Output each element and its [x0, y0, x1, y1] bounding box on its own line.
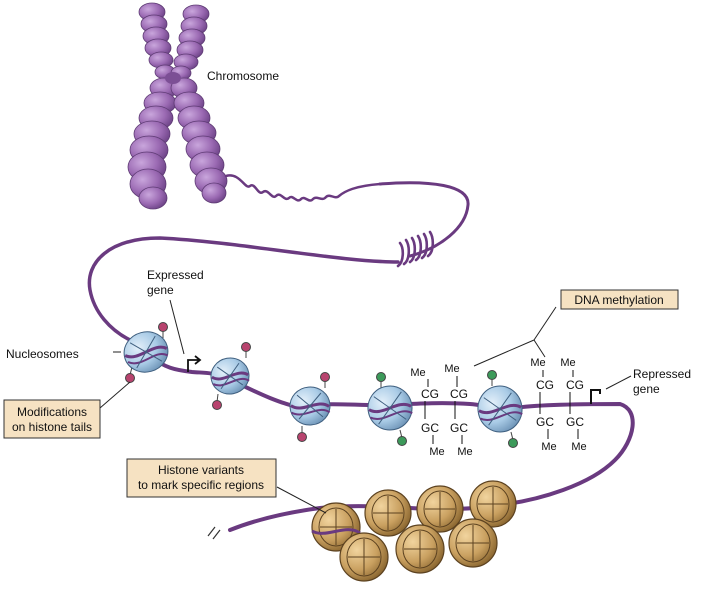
svg-text:CG: CG: [450, 387, 468, 401]
dna-methylation-callout: DNA methylation: [560, 289, 679, 310]
svg-text:Modifications: Modifications: [17, 405, 87, 419]
svg-text:Me: Me: [560, 357, 575, 369]
svg-text:Me: Me: [457, 446, 472, 458]
expressed-gene-marker-icon: [187, 355, 202, 372]
coiled-dna: [224, 174, 382, 202]
svg-text:on histone tails: on histone tails: [12, 420, 92, 434]
svg-text:CG: CG: [566, 378, 584, 392]
svg-text:Me: Me: [429, 446, 444, 458]
svg-text:Me: Me: [410, 367, 425, 379]
histone-mark-green: [487, 370, 497, 380]
variant-nucleosome: [339, 532, 389, 582]
histone-variants-callout: Histone variants to mark specific region…: [126, 458, 277, 498]
histone-marks: [125, 322, 518, 448]
leader-lines: [99, 299, 632, 514]
nucleosome: [367, 385, 413, 431]
dna-loop: [378, 181, 470, 258]
svg-text:CG: CG: [421, 387, 439, 401]
right-chromatid: [170, 4, 228, 204]
svg-text:Me: Me: [571, 441, 586, 453]
methylation-site: Me CG GC Me Me CG GC Me: [410, 363, 472, 458]
histone-mark-green: [508, 438, 518, 448]
svg-text:DNA methylation: DNA methylation: [574, 293, 663, 307]
svg-text:Me: Me: [541, 441, 556, 453]
variant-nucleosome: [416, 485, 464, 533]
left-chromatid: [127, 2, 179, 210]
methylation-marks: Me CG GC Me Me CG GC Me Me CG GC Me Me: [410, 357, 586, 458]
histone-mark-red: [241, 342, 251, 352]
svg-text:Me: Me: [530, 357, 545, 369]
svg-text:GC: GC: [450, 421, 468, 435]
dna-long-loop: [87, 236, 400, 342]
histone-mark-green: [397, 436, 407, 446]
histone-mark-red: [212, 400, 222, 410]
methylation-site: Me CG GC Me Me CG GC Me: [530, 357, 586, 453]
histone-mark-red: [320, 372, 330, 382]
histone-mark-red: [158, 322, 168, 332]
svg-text:GC: GC: [421, 421, 439, 435]
svg-text:Me: Me: [444, 363, 459, 375]
svg-text:GC: GC: [536, 415, 554, 429]
svg-text:Histone variants: Histone variants: [158, 463, 244, 477]
nucleosomes: [123, 331, 523, 433]
histone-mark-red: [125, 373, 135, 383]
histone-modifications-callout: Modifications on histone tails: [3, 399, 101, 439]
dna-break-marks: [207, 526, 221, 540]
histone-mark-green: [376, 372, 386, 382]
chromosome: [127, 2, 228, 210]
repressed-gene-marker-icon: [590, 389, 601, 404]
nucleosomes-label: Nucleosomes: [6, 347, 79, 361]
variant-nucleosome: [395, 524, 445, 574]
nucleosome: [123, 331, 169, 373]
nucleosome: [477, 385, 523, 433]
expressed-gene-label-line2: gene: [147, 283, 174, 297]
svg-text:GC: GC: [566, 415, 584, 429]
variant-nucleosome: [364, 489, 412, 537]
repressed-gene-label-line1: Repressed: [633, 367, 691, 381]
svg-text:CG: CG: [536, 378, 554, 392]
histone-variant-nucleosomes: [311, 480, 517, 582]
centromere: [165, 72, 181, 84]
variant-nucleosome: [469, 480, 517, 528]
svg-text:to mark specific regions: to mark specific regions: [138, 478, 264, 492]
nucleosome: [289, 386, 331, 426]
chromosome-label: Chromosome: [207, 69, 279, 83]
variant-nucleosome: [448, 518, 498, 568]
repressed-gene-label-line2: gene: [633, 382, 660, 396]
nucleosome: [210, 357, 250, 395]
supercoil: [396, 230, 435, 268]
histone-mark-red: [297, 432, 307, 442]
expressed-gene-label-line1: Expressed: [147, 268, 204, 282]
